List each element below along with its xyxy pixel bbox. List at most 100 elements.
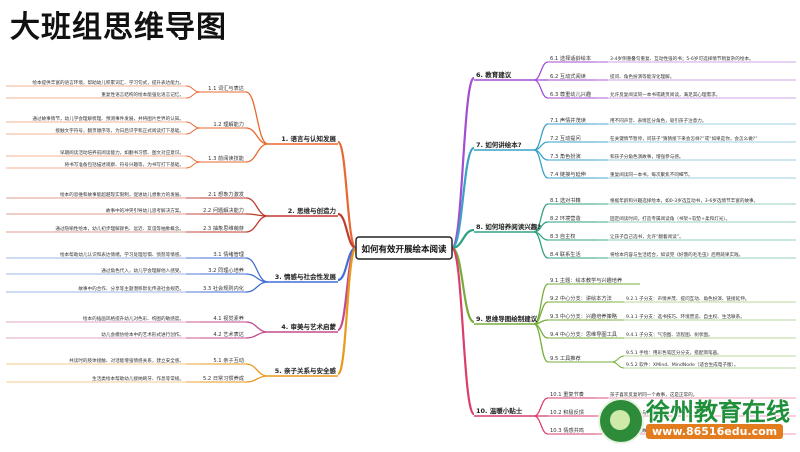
sub-branch-label: 9.1 主题：绘本教学与兴趣培养 <box>550 276 622 284</box>
detail-text: 用不同声音、表情区分角色，吸引孩子注意力。 <box>610 117 706 124</box>
branch-links <box>185 61 625 435</box>
sub-branch-link <box>245 321 269 333</box>
sub-branch-label: 9.5 工具推荐 <box>550 354 581 362</box>
sub-branch-label: 1.2 理解能力 <box>213 120 244 128</box>
detail-link <box>185 121 201 129</box>
detail-text: 孩子喜欢反复听同一个故事，这是正常的。 <box>610 391 697 398</box>
sub-branch-label: 6.3 尊重幼儿兴趣 <box>550 90 591 98</box>
sub-branch-label: 5.1 亲子互动 <box>213 356 244 364</box>
central-topic-label: 如何有效开展绘本阅读 <box>361 244 447 255</box>
detail-text: 让孩子自己选书，允许“翻着阅读”。 <box>610 233 684 240</box>
branch-link-main <box>450 76 476 250</box>
sub-branch-label: 6.2 互动式阅读 <box>550 72 586 80</box>
sub-branch-link <box>245 375 269 383</box>
detail-text: 绘本提供丰富的语言环境，帮助幼儿积累词汇、学习句式，提升表达能力。 <box>32 79 184 86</box>
sub-branch-link <box>533 323 549 363</box>
sub-branch-label: 10.3 情感共鸣 <box>550 426 584 434</box>
detail-text: 允许反复阅读同一本书或跳页阅读，满足其心理需求。 <box>610 91 720 98</box>
detail-text: 早期阅读活动培养前阅读能力，如翻书习惯、图文对应意识。 <box>60 149 184 156</box>
sub-branch-label: 7.4 链接与延伸 <box>550 170 586 178</box>
detail-link <box>611 361 625 369</box>
detail-link <box>185 91 201 99</box>
detail-text: 在关键情节暂停，问孩子“猜猜接下来会怎样?”或“如果是你，会怎么做?” <box>610 135 758 142</box>
page-title: 大班组思维导图 <box>10 10 227 45</box>
watermark: 徐州教育在线 www.86516edu.com <box>598 392 798 448</box>
branch-link-main <box>337 212 357 250</box>
sub-branch-link <box>245 127 269 145</box>
branch-link-main <box>336 246 358 376</box>
detail-text: 和孩子分角色演故事，增强参与感。 <box>610 153 684 160</box>
sub-branch-label: 9.4 中心分支：思维导图工具 <box>550 330 617 338</box>
main-branch-label: 4. 审美与艺术启蒙 <box>281 322 336 331</box>
main-branch-label: 7. 如何讲绘本? <box>476 140 522 149</box>
branch-link-main <box>336 140 358 250</box>
detail-text: 通过角色代入，幼儿学会理解他人感受。 <box>101 267 184 274</box>
sub-branch-link <box>533 149 549 179</box>
detail-text: 绘本的思维和故事能超越现实限制，促进幼儿想象力的发展。 <box>60 191 184 198</box>
detail-text: 通过故事情节，幼儿学会理解梳理、预测事件发展，并将图片世界的认知。 <box>32 115 184 122</box>
detail-text: 提问、角色扮演等能深化理解。 <box>610 73 674 80</box>
detail-text: 固定阅读时间，打造专属阅读角（书架+软垫+柔和灯光）。 <box>610 215 730 222</box>
detail-text: 绘本帮助幼儿认识和表达情绪，学习处理恐惧、愤怒等情感。 <box>60 251 184 258</box>
detail-link <box>185 85 201 93</box>
title-bar: 大班组思维导图 <box>0 0 800 45</box>
sub-branch-link <box>533 61 549 81</box>
sub-branch-link <box>245 143 269 163</box>
sub-branch-link <box>533 231 549 259</box>
sub-branch-link <box>245 197 269 217</box>
detail-text: 故事中的冲突引导幼儿思考解决方案。 <box>106 207 184 214</box>
sub-branch-label: 10.2 积极反馈 <box>550 408 584 416</box>
sub-branch-label: 7.3 角色扮演 <box>550 152 581 160</box>
detail-text: 将绘本内容与生活结合，如读完《好饿的毛毛虫》后用蔬果实践。 <box>610 251 743 258</box>
sub-branch-label: 4.1 视觉素养 <box>213 314 244 322</box>
sub-branch-label: 9.3 中心分支：兴趣培养策略 <box>550 312 618 320</box>
sub-branch-link <box>533 415 549 435</box>
sub-branch-label: 7.2 互动提问 <box>550 134 581 142</box>
branch-link-main <box>450 246 476 416</box>
branch-link-main <box>451 228 475 250</box>
detail-text: 将书写准备包括描述观察、符号兴趣等，为书写打下基础。 <box>65 161 184 168</box>
watermark-logo-icon <box>598 398 644 444</box>
sub-branch-label: 4.2 艺术表达 <box>213 330 244 338</box>
detail-text: 9.3.1 子分支：选书技巧、环境营造、自主权、生活联系。 <box>626 313 745 320</box>
main-branch-label: 5. 亲子关系与安全感 <box>275 366 337 375</box>
watermark-url: www.86516edu.com <box>646 424 784 439</box>
sub-branch-label: 8.3 自主权 <box>550 232 576 240</box>
main-branch-label: 10. 温暖小贴士 <box>476 406 523 415</box>
main-branch-label: 8. 如何培养阅读兴趣? <box>476 222 541 231</box>
detail-text: 9.5.2 软件：XMind、MindNode（适合生成电子版）。 <box>626 361 738 368</box>
detail-text: 共读时的肢体接触、对话能增强情感关系，建立安全感。 <box>69 357 184 364</box>
sub-branch-label: 1.3 前阅读技能 <box>208 154 244 162</box>
sub-branch-label: 5.2 日常习惯养成 <box>203 374 244 382</box>
detail-text: 绘本的插画风格提升幼儿对色彩、构图的敏感度。 <box>83 315 184 322</box>
detail-text: 重复性语言结构的绘本能强化语言记忆。 <box>101 91 184 98</box>
main-branch-label: 1. 语言与认知发展 <box>281 134 336 143</box>
detail-link <box>611 355 625 363</box>
sub-branch-label: 2.2 问题解决能力 <box>203 206 244 214</box>
sub-branch-link <box>533 79 549 99</box>
detail-text: 生活类绘本帮助幼儿接纳刷牙、作息等常规。 <box>92 375 184 382</box>
central-topic-box <box>355 236 453 260</box>
sub-branch-link <box>245 215 269 233</box>
detail-text: 故事中的合作、分享等主题潜移默化传递社会规范。 <box>78 285 184 292</box>
detail-text: 通过隐喻性绘本，幼儿初步理解颜色、远近、友谊等抽象概念。 <box>55 225 184 232</box>
detail-text: 根据年龄和兴趣选择绘本，如0-3岁选互动书，3-6岁选情节丰富的故事。 <box>610 197 758 204</box>
detail-text: 9.2.1 子分支：声情并茂、提问互动、角色扮演、链接延伸。 <box>626 295 749 302</box>
sub-branch-label: 2.1 想象力激发 <box>208 190 244 198</box>
detail-text: 9.4.1 子分支：气泡图、流程图、树状图。 <box>626 331 713 338</box>
detail-link <box>185 161 201 169</box>
branch-link-main <box>450 146 476 250</box>
sub-branch-label: 6.1 选择适龄绘本 <box>550 54 591 62</box>
sub-branch-label: 2.3 抽象思维萌芽 <box>203 224 244 232</box>
detail-text: 9.5.1 手绘：用彩色笔区分分支，搭配简笔画。 <box>626 349 722 356</box>
main-branch-label: 9. 思维导图绘制建议 <box>476 314 538 323</box>
central-topic[interactable]: 如何有效开展绘本阅读 <box>355 236 453 260</box>
sub-branch-label: 3.1 情绪管理 <box>213 250 244 258</box>
detail-link <box>185 127 201 135</box>
sub-branch-label: 9.2 中心分支：讲绘本方法 <box>550 294 612 302</box>
detail-text: 重复阅读同一本书，每次聚焦不同细节。 <box>610 171 693 178</box>
sub-branch-label: 7.1 声情并茂读 <box>550 116 586 124</box>
